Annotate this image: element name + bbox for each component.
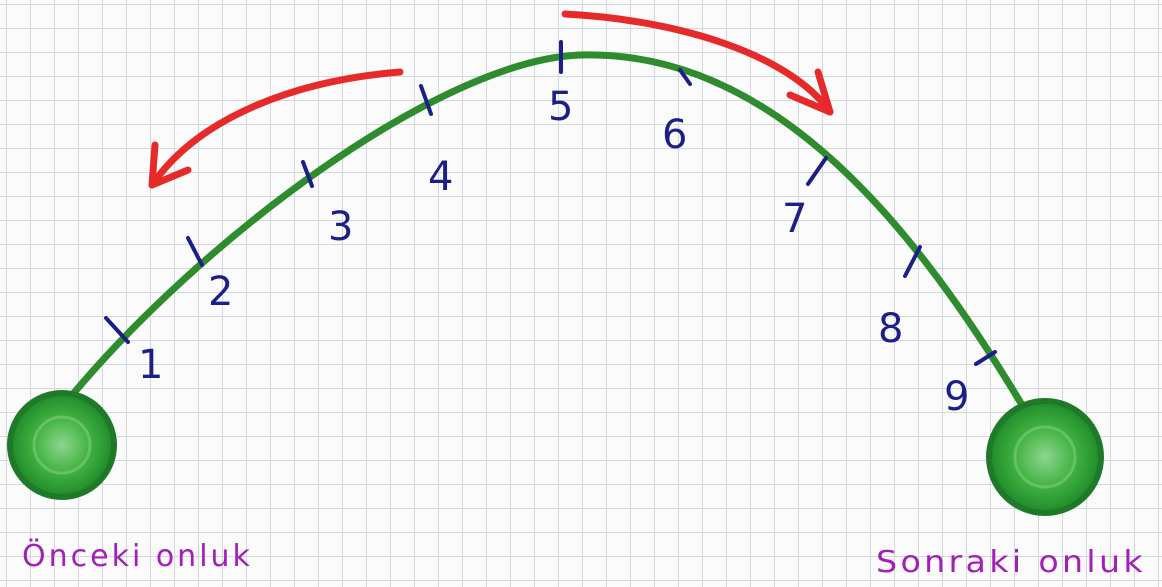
tick-label: 4 bbox=[428, 154, 453, 200]
curved-arrow-left-icon bbox=[148, 68, 404, 189]
tick-label: 2 bbox=[208, 269, 233, 315]
number-arc bbox=[64, 51, 1029, 414]
curved-arrow-right-icon bbox=[561, 10, 834, 116]
previous-ten-circle bbox=[7, 390, 117, 500]
tick-label: 6 bbox=[662, 112, 687, 158]
tick-label: 5 bbox=[548, 84, 573, 130]
tick-label: 1 bbox=[138, 342, 163, 388]
tick-marks bbox=[104, 40, 997, 366]
tick-mark bbox=[903, 245, 922, 278]
tick-mark bbox=[974, 350, 997, 366]
tick-mark bbox=[678, 68, 692, 86]
tick-mark bbox=[419, 84, 433, 116]
tick-label: 9 bbox=[944, 374, 969, 420]
tick-mark bbox=[301, 160, 314, 188]
tick-label: 7 bbox=[782, 196, 807, 242]
tick-label: 8 bbox=[878, 306, 903, 352]
tick-labels: 1 2 3 4 5 6 7 8 9 bbox=[138, 84, 969, 420]
previous-ten-label: Önceki onluk bbox=[22, 538, 253, 574]
tick-mark bbox=[806, 156, 828, 186]
tick-label: 3 bbox=[328, 204, 353, 250]
next-ten-circle bbox=[986, 398, 1104, 516]
tick-mark bbox=[104, 316, 130, 344]
tick-mark bbox=[186, 236, 204, 267]
next-ten-label: Sonraki onluk bbox=[876, 545, 1146, 580]
